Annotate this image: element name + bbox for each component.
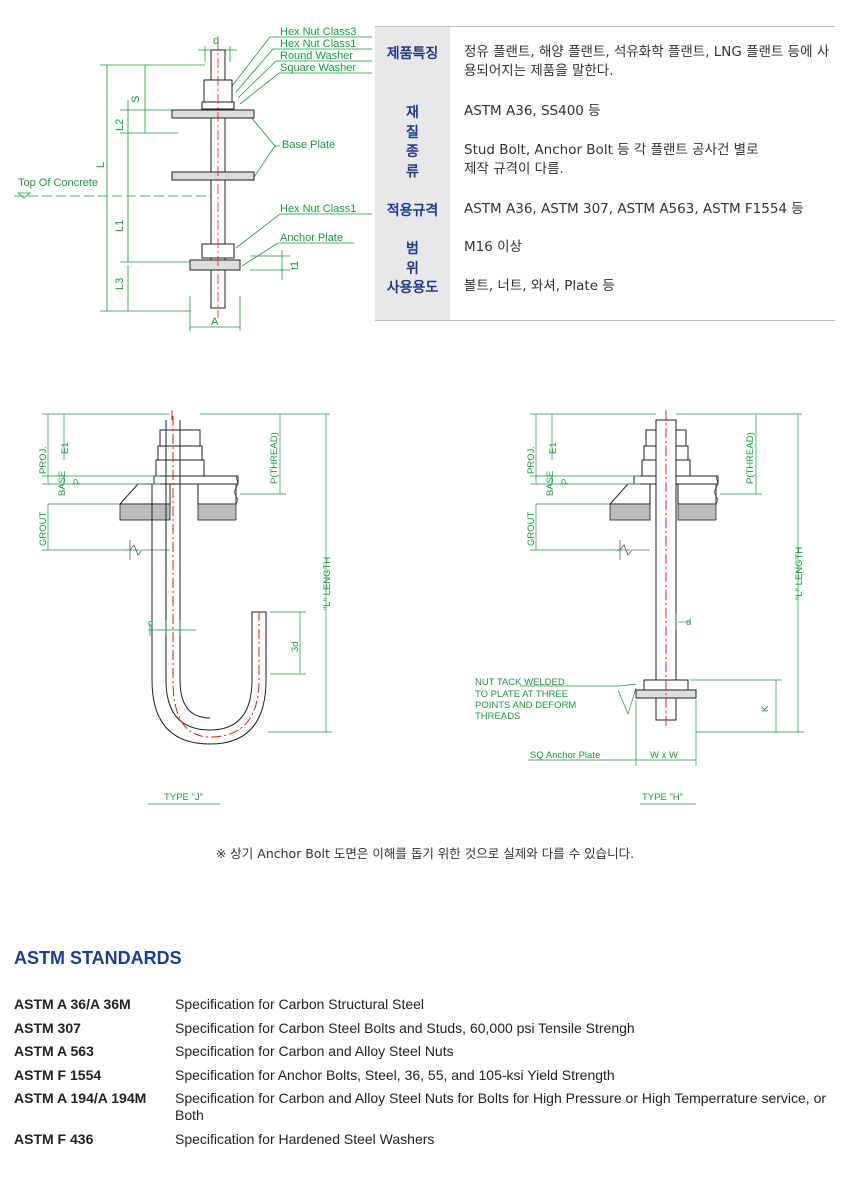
- top-of-concrete-label: Top Of Concrete: [18, 177, 98, 189]
- type-h-bolt-diagram: PROJ. E1 BASE P GROUT P(THREAD) "L" LENG…: [475, 410, 805, 805]
- level-marker-icon: [16, 192, 32, 199]
- dim-s-label: S: [130, 96, 142, 103]
- sq-anchor-plate-label: SQ Anchor Plate: [530, 750, 600, 761]
- wxw-label: W x W: [650, 750, 678, 761]
- nut-tack-line-2: TO PLATE AT THREE: [475, 689, 568, 700]
- dim-l1-label: L1: [114, 220, 126, 232]
- k-label: K: [760, 705, 771, 712]
- spec-label: 사용용도: [386, 280, 439, 296]
- standards-title: ASTM STANDARDS: [14, 948, 182, 968]
- square-washer-label: Square Washer: [280, 62, 356, 74]
- spec-table: 제품특징 정유 플랜트, 해양 플랜트, 석유화학 플랜트, LNG 플랜트 등…: [375, 26, 835, 321]
- spec-value: M16 이상: [464, 239, 522, 255]
- spec-value: ASTM A36, ASTM 307, ASTM A563, ASTM F155…: [464, 201, 804, 217]
- spec-label: 재질: [406, 105, 445, 141]
- spec-label: 범위: [406, 241, 445, 277]
- length-label: "L" LENGTH: [322, 557, 333, 610]
- standard-code: ASTM A 563: [14, 1043, 94, 1059]
- anchor-bolt-assembly-diagram: d S L2 L L1 L3 A t1 Top Of Concrete Hex …: [14, 26, 372, 331]
- p-label: P: [560, 479, 571, 485]
- standard-code: ASTM A 194/A 194M: [14, 1090, 147, 1106]
- dim-a-label: A: [211, 316, 219, 328]
- spec-value: ASTM A36, SS400 등: [464, 103, 601, 119]
- thread-label: P(THREAD): [269, 432, 280, 484]
- spec-value: Stud Bolt, Anchor Bolt 등 각 플랜트 공사건 별로 제작…: [464, 142, 759, 177]
- base-label: BASE: [545, 471, 556, 496]
- standard-code: ASTM F 436: [14, 1131, 94, 1147]
- spec-label: 종류: [406, 144, 445, 180]
- standard-desc: Specification for Carbon and Alloy Steel…: [175, 1043, 454, 1059]
- spec-label: 제품특징: [386, 46, 439, 62]
- standard-desc: Specification for Carbon Steel Bolts and…: [175, 1020, 635, 1036]
- spec-value: 볼트, 너트, 와셔, Plate 등: [464, 278, 615, 294]
- standard-code: ASTM F 1554: [14, 1067, 102, 1083]
- d-label: d: [686, 617, 691, 628]
- e1-label: E1: [548, 442, 559, 454]
- proj-label: PROJ.: [38, 446, 49, 474]
- grout-label: GROUT: [526, 512, 537, 547]
- type-j-label: TYPE "J": [164, 792, 203, 803]
- grout-label: GROUT: [38, 512, 49, 547]
- type-j-bolt-diagram: PROJ. E1 BASE P GROUT P(THREAD) "L" LENG…: [38, 410, 333, 805]
- proj-label: PROJ.: [526, 446, 537, 474]
- nut-tack-line-3: POINTS AND DEFORM: [475, 700, 576, 711]
- standard-desc: Specification for Hardened Steel Washers: [175, 1131, 435, 1147]
- dim-t1-label: t1: [289, 261, 301, 270]
- e1-label: E1: [60, 442, 71, 454]
- spec-label: 적용규격: [386, 203, 439, 219]
- d-label: d: [148, 618, 153, 629]
- hex-nut-class1-lower-label: Hex Nut Class1: [280, 203, 356, 215]
- length-label: "L" LENGTH: [794, 547, 805, 600]
- base-label: BASE: [57, 471, 68, 496]
- type-h-label: TYPE "H": [642, 792, 683, 803]
- standard-code: ASTM 307: [14, 1020, 81, 1036]
- standard-code: ASTM A 36/A 36M: [14, 996, 131, 1012]
- hex-nut-class1-label: Hex Nut Class1: [280, 38, 356, 50]
- nut-tack-line-1: NUT TACK WELDED: [475, 677, 565, 688]
- spec-value: 정유 플랜트, 해양 플랜트, 석유화학 플랜트, LNG 플랜트 등에 사용되…: [464, 44, 830, 79]
- anchor-plate-label: Anchor Plate: [280, 232, 343, 244]
- thread-label: P(THREAD): [745, 432, 756, 484]
- dim-l-label: L: [95, 162, 107, 168]
- dim-d-label: d: [213, 35, 219, 47]
- drawing-note: ※ 상기 Anchor Bolt 도면은 이해를 돕기 위한 것으로 실제와 다…: [215, 846, 635, 861]
- three-d-label: 3d: [290, 641, 301, 652]
- p-label: P: [72, 479, 83, 485]
- hex-nut-class3-label: Hex Nut Class3: [280, 26, 356, 38]
- base-plate-label: Base Plate: [282, 139, 335, 151]
- dim-l2-label: L2: [114, 119, 126, 131]
- standard-desc: Specification for Carbon Structural Stee…: [175, 996, 425, 1012]
- nut-tack-line-4: THREADS: [475, 711, 520, 722]
- dim-l3-label: L3: [114, 278, 126, 290]
- standard-desc: Specification for Carbon and Alloy Steel…: [175, 1090, 827, 1123]
- round-washer-label: Round Washer: [280, 50, 353, 62]
- standard-desc: Specification for Anchor Bolts, Steel, 3…: [175, 1067, 615, 1083]
